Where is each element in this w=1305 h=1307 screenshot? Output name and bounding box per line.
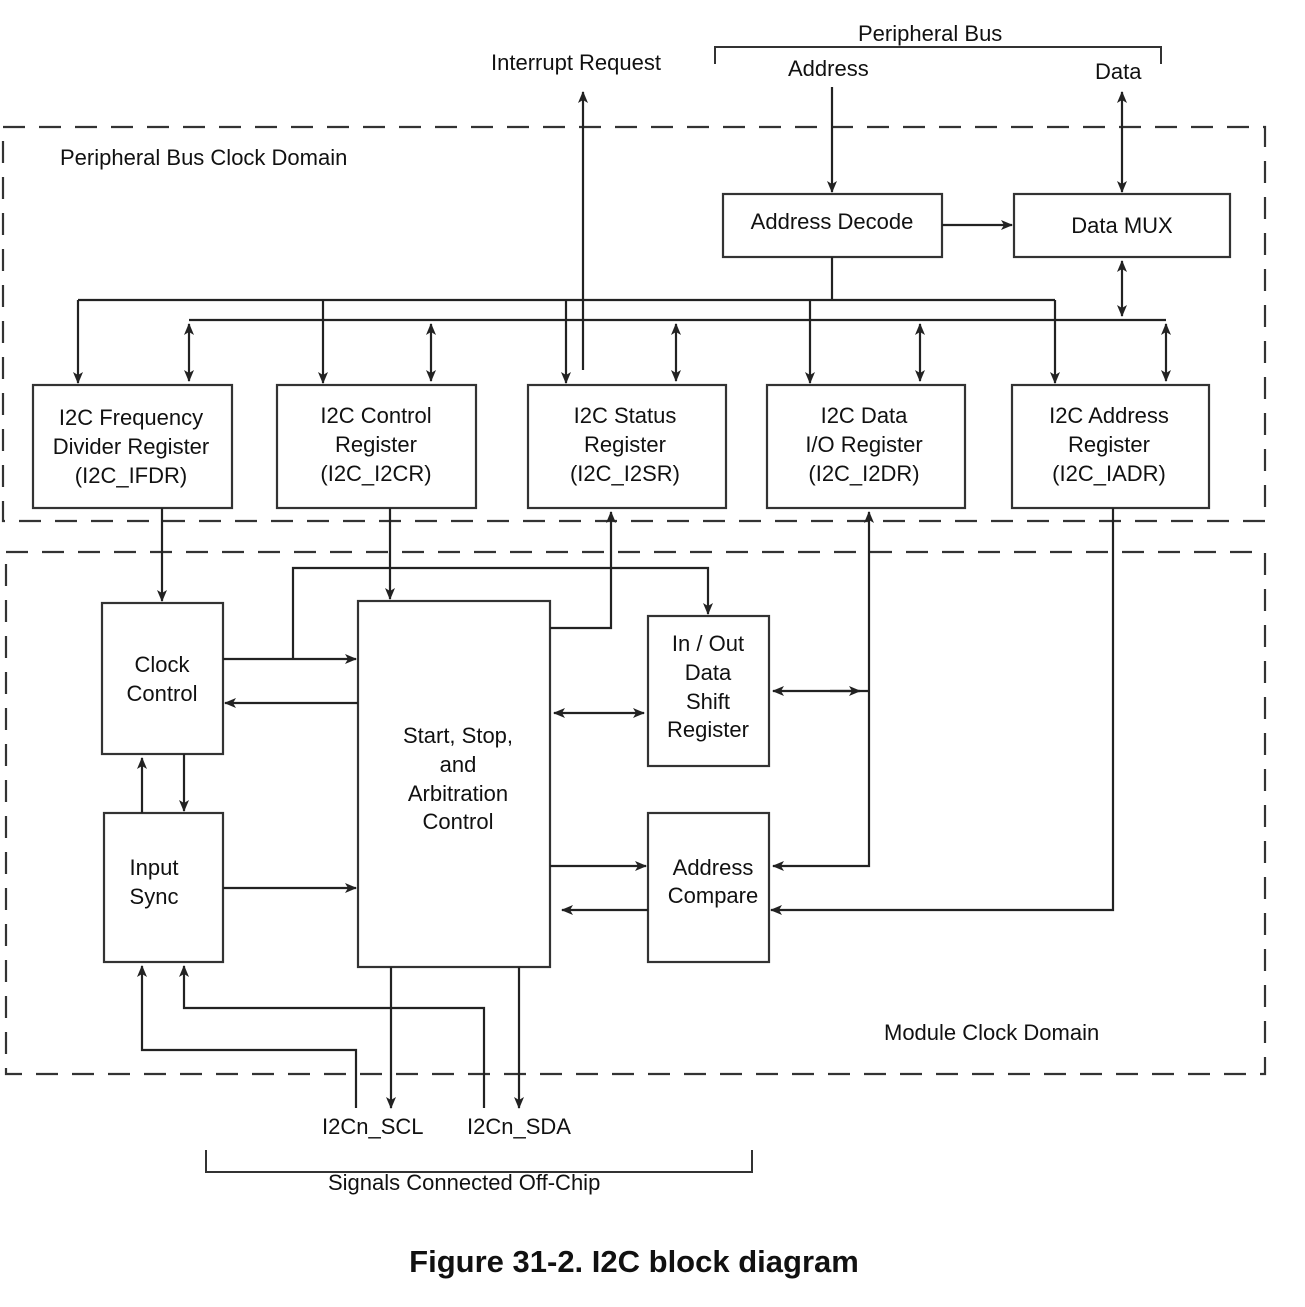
peripheral-bus-label: Peripheral Bus: [858, 21, 1002, 46]
block-label: Control: [127, 681, 198, 706]
block-label: Clock: [134, 652, 190, 677]
data-bus-label: Data: [1095, 59, 1142, 84]
shift-register-block: In / Out Data Shift Register: [646, 614, 771, 768]
i2c-iadr-register: I2C Address Register (I2C_IADR): [1010, 383, 1211, 510]
block-label: (I2C_I2DR): [808, 461, 919, 486]
block-label: Sync: [130, 884, 179, 909]
address-bus-label: Address: [788, 56, 869, 81]
block-label: Compare: [668, 883, 758, 908]
module-domain-wiring: [137, 508, 1115, 1109]
block-label: Arbitration: [408, 781, 508, 806]
block-label: Register: [335, 432, 417, 457]
block-label: I2C Address: [1049, 403, 1169, 428]
i2c-i2dr-register: I2C Data I/O Register (I2C_I2DR): [765, 383, 967, 510]
offchip-brace: [205, 1150, 753, 1173]
block-label: Data MUX: [1071, 213, 1173, 238]
block-label: (I2C_IADR): [1052, 461, 1166, 486]
clock-control-block: Clock Control: [100, 601, 225, 756]
block-label: Address: [673, 855, 754, 880]
offchip-label: Signals Connected Off-Chip: [328, 1170, 600, 1195]
module-clock-domain: [4, 550, 1267, 1076]
block-label: In / Out: [672, 631, 744, 656]
block-label: Register: [584, 432, 666, 457]
i2c-i2sr-register: I2C Status Register (I2C_I2SR): [526, 383, 728, 510]
block-label: (I2C_IFDR): [75, 463, 187, 488]
i2c-ifdr-register: I2C Frequency Divider Register (I2C_IFDR…: [31, 383, 234, 510]
arbitration-control-block: Start, Stop, and Arbitration Control: [356, 599, 552, 969]
block-label: (I2C_I2SR): [570, 461, 680, 486]
block-label: Register: [1068, 432, 1150, 457]
figure-caption: Figure 31-2. I2C block diagram: [409, 1244, 859, 1279]
block-label: Control: [423, 809, 494, 834]
block-label: I/O Register: [805, 432, 922, 457]
peripheral-bus-brace: [714, 46, 1162, 64]
address-decode-block: Address Decode: [721, 192, 944, 259]
block-label: Data: [685, 660, 732, 685]
block-label: I2C Data: [821, 403, 909, 428]
module-domain-label: Module Clock Domain: [884, 1020, 1099, 1045]
block-label: I2C Frequency: [59, 405, 203, 430]
block-label: I2C Status: [574, 403, 677, 428]
data-mux-block: Data MUX: [1012, 192, 1232, 259]
address-compare-block: Address Compare: [646, 811, 771, 964]
interrupt-request-label: Interrupt Request: [491, 50, 661, 75]
block-label: Address Decode: [751, 209, 914, 234]
block-label: Input: [130, 855, 179, 880]
i2c-i2cr-register: I2C Control Register (I2C_I2CR): [275, 383, 478, 510]
block-label: Shift: [686, 689, 730, 714]
block-label: Divider Register: [53, 434, 210, 459]
block-label: Start, Stop,: [403, 723, 513, 748]
peripheral-domain-label: Peripheral Bus Clock Domain: [60, 145, 347, 170]
input-sync-block: Input Sync: [102, 811, 225, 964]
block-label: I2C Control: [320, 403, 431, 428]
sda-label: I2Cn_SDA: [467, 1114, 571, 1139]
block-label: (I2C_I2CR): [320, 461, 431, 486]
block-label: and: [440, 752, 477, 777]
peripheral-bus-clock-domain: [1, 125, 1267, 523]
peripheral-bus-wiring: [73, 87, 1171, 384]
block-label: Register: [667, 717, 749, 742]
scl-label: I2Cn_SCL: [322, 1114, 424, 1139]
